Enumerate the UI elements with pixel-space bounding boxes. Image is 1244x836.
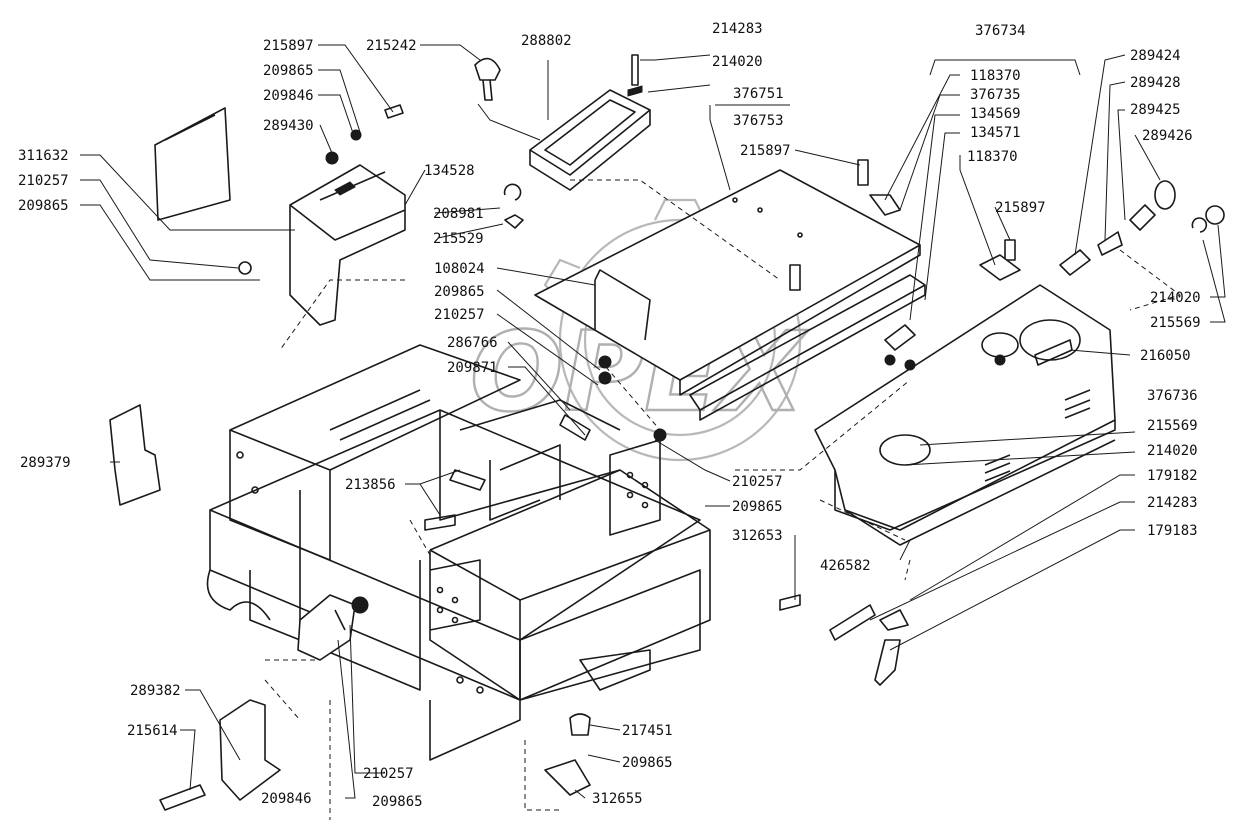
plate-289382 (219, 699, 281, 801)
part-label: 210257 (434, 307, 485, 323)
part-label: 214020 (712, 54, 763, 70)
part-label: 209846 (263, 88, 314, 104)
part-label: 209865 (622, 755, 673, 771)
part-label: 179182 (1147, 468, 1198, 484)
main-frame (206, 344, 711, 761)
part-label: 209865 (372, 794, 423, 810)
part-label: 214283 (712, 21, 763, 37)
part-label: 210257 (732, 474, 783, 490)
part-label: 289426 (1142, 128, 1193, 144)
part-label: 209871 (447, 360, 498, 376)
part-label: 311632 (18, 148, 69, 164)
part-label: 289430 (263, 118, 314, 134)
part-label: 134569 (970, 106, 1021, 122)
part-label: 214283 (1147, 495, 1198, 511)
part-label: 209865 (434, 284, 485, 300)
leader-lines (80, 44, 1226, 799)
part-label: 289424 (1130, 48, 1181, 64)
part-label: 215569 (1147, 418, 1198, 434)
part-label: 118370 (967, 149, 1018, 165)
mount-plate-left (297, 594, 369, 661)
panel-311632 (154, 107, 231, 221)
top-plate (534, 169, 926, 421)
part-label: 312655 (592, 791, 643, 807)
part-label: 179183 (1147, 523, 1198, 539)
part-label: 376753 (733, 113, 784, 129)
part-label: 215569 (1150, 315, 1201, 331)
part-label: 210257 (18, 173, 69, 189)
part-label: 286766 (447, 335, 498, 351)
part-label: 108024 (434, 261, 485, 277)
part-label: 215242 (366, 38, 417, 54)
part-label: 376735 (970, 87, 1021, 103)
part-label: 134571 (970, 125, 1021, 141)
part-label: 289379 (20, 455, 71, 471)
part-label: 215897 (995, 200, 1046, 216)
bracket-108024 (594, 269, 651, 341)
part-label: 209865 (18, 198, 69, 214)
part-label: 288802 (521, 33, 572, 49)
part-labels: 215897 209865 209846 289430 311632 21025… (18, 21, 1201, 810)
console-134528 (289, 151, 406, 326)
part-label: 215897 (740, 143, 791, 159)
part-label: 214020 (1147, 443, 1198, 459)
part-label: 215614 (127, 723, 178, 739)
cover-288802 (529, 89, 651, 191)
panel-289379 (109, 404, 161, 506)
part-label: 209846 (261, 791, 312, 807)
part-label: 289425 (1130, 102, 1181, 118)
part-label: 213856 (345, 477, 396, 493)
part-label: 209865 (732, 499, 783, 515)
part-label: 214020 (1150, 290, 1201, 306)
part-label: 215529 (433, 231, 484, 247)
part-label: 134528 (424, 163, 475, 179)
part-label: 209865 (263, 63, 314, 79)
dash-lines (264, 179, 1182, 820)
part-label: 289382 (130, 683, 181, 699)
part-label: 216050 (1140, 348, 1191, 364)
part-label: 426582 (820, 558, 871, 574)
cover-376736 (814, 284, 1116, 546)
part-label: 312653 (732, 528, 783, 544)
part-label: 217451 (622, 723, 673, 739)
part-label: 376751 (733, 86, 784, 102)
part-label: 376736 (1147, 388, 1198, 404)
part-label: 289428 (1130, 75, 1181, 91)
part-label: 215897 (263, 38, 314, 54)
part-label: 208981 (433, 206, 484, 222)
part-label: 118370 (970, 68, 1021, 84)
part-label: 376734 (975, 23, 1026, 39)
part-label: 210257 (363, 766, 414, 782)
